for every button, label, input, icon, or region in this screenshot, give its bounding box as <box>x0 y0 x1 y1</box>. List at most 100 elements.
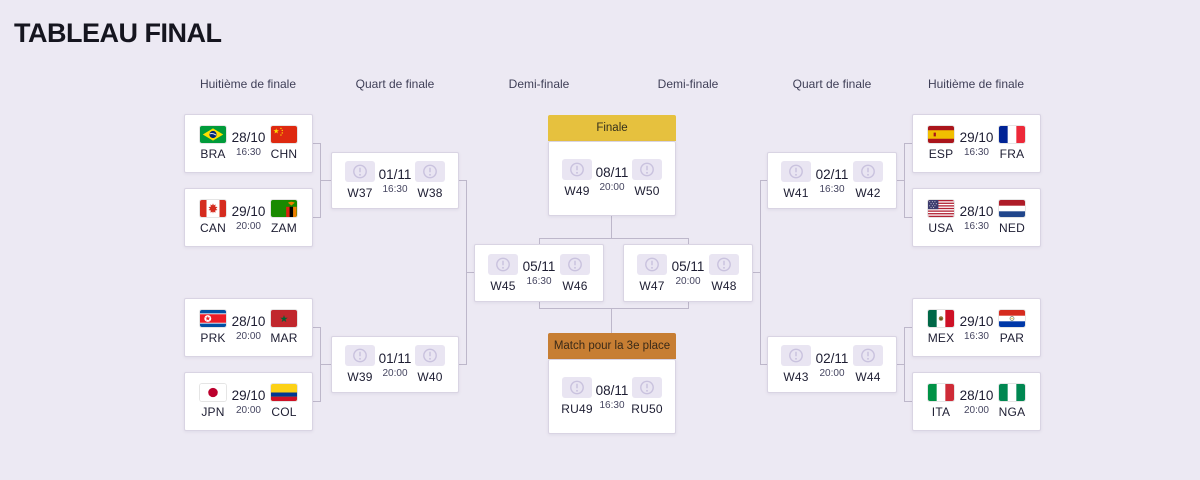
match-time: 16:30 <box>599 399 625 411</box>
team-code: PAR <box>999 331 1025 345</box>
match-date: 29/10 <box>959 313 994 329</box>
team-code: ITA <box>931 405 951 419</box>
connector-line <box>688 302 689 308</box>
tbd-team-icon <box>560 253 590 275</box>
connector-line <box>688 238 689 244</box>
fra-flag-icon <box>998 126 1025 143</box>
team-code: W48 <box>711 278 737 293</box>
team: W38 <box>413 161 447 200</box>
final-header: Finale <box>548 115 676 141</box>
connector-line <box>760 364 767 365</box>
team-code: W39 <box>347 370 373 384</box>
match-date: 29/10 <box>231 387 266 403</box>
match-time: 20:00 <box>235 404 261 416</box>
mex-flag-icon <box>928 310 954 327</box>
tbd-team-icon <box>345 161 375 182</box>
connector-line <box>611 216 612 238</box>
team-code: COL <box>271 405 297 419</box>
zam-flag-icon <box>270 200 297 217</box>
match-date: 05/11 <box>671 259 705 274</box>
team-code: ZAM <box>271 221 297 235</box>
team-code: W42 <box>855 186 881 200</box>
ita-flag-icon <box>928 384 954 401</box>
tbd-team-icon <box>415 161 445 182</box>
connector-line <box>313 143 321 144</box>
connector-line <box>897 364 905 365</box>
match-date: 08/11 <box>595 164 629 180</box>
team-code: NGA <box>998 405 1026 419</box>
tbd-team-icon <box>853 345 883 366</box>
mar-flag-icon <box>270 310 297 327</box>
team-code: JPN <box>201 405 225 419</box>
connector-line <box>760 180 767 181</box>
round-header: Huitième de finale <box>199 77 297 91</box>
connector-line <box>539 302 540 308</box>
team: CHN <box>267 126 301 161</box>
team-code: NED <box>999 221 1025 235</box>
connector-line <box>753 272 761 273</box>
prk-flag-icon <box>200 310 226 327</box>
team: W50 <box>630 159 664 198</box>
team: W46 <box>558 253 592 293</box>
tbd-team-icon <box>637 253 667 275</box>
chn-flag-icon <box>270 126 297 143</box>
team-code: W38 <box>417 186 443 200</box>
match-date: 28/10 <box>231 129 266 145</box>
match-date: 28/10 <box>959 387 994 403</box>
connector-line <box>539 238 540 244</box>
match-time: 20:00 <box>963 404 989 416</box>
team: W41 <box>779 161 813 200</box>
tbd-team-icon <box>562 377 592 398</box>
match-time: 20:00 <box>675 276 701 287</box>
match-date: 02/11 <box>815 166 849 182</box>
match-date: 28/10 <box>231 313 266 329</box>
match-date: 28/10 <box>959 203 994 219</box>
team-code: ESP <box>928 147 954 161</box>
tbd-team-icon <box>781 161 811 182</box>
round-header: Demi-finale <box>508 77 570 91</box>
connector-line <box>313 327 321 328</box>
team: W39 <box>343 345 377 384</box>
team: CAN <box>196 200 230 235</box>
tbd-team-icon <box>345 345 375 366</box>
connector-line <box>320 364 331 365</box>
team-code: RU49 <box>561 402 593 416</box>
team-code: W40 <box>417 370 443 384</box>
third-place-header: Match pour la 3e place <box>548 333 676 359</box>
match-time: 20:00 <box>819 367 845 379</box>
team-code: MEX <box>927 331 955 345</box>
match-date: 08/11 <box>595 382 629 398</box>
team: PRK <box>196 310 230 345</box>
connector-line <box>760 180 761 365</box>
team-code: FRA <box>999 147 1025 161</box>
match-schedule: 05/11 20:00 <box>672 259 705 287</box>
team-code: USA <box>928 221 954 235</box>
match-time: 16:30 <box>963 330 989 342</box>
team: W48 <box>707 253 741 293</box>
team-code: MAR <box>270 331 298 345</box>
match-date: 02/11 <box>815 350 849 366</box>
